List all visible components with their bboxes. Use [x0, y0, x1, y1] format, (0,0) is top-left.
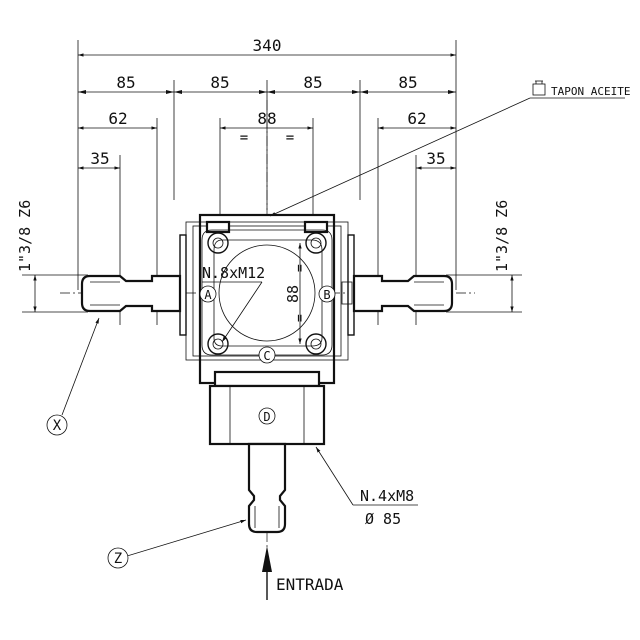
dimension-vertical-eq-top: = — [293, 264, 308, 272]
dimension-right-35-label: 35 — [426, 149, 445, 168]
right-thread-label: 1"3/8 Z6 — [493, 200, 511, 272]
marker-z: Z — [107, 519, 247, 569]
marker-c: C — [258, 346, 276, 364]
bolt-holes — [207, 232, 327, 355]
marker-d: D — [258, 407, 276, 425]
dimension-eq-right: = — [286, 130, 294, 146]
dimension-overall-label: 340 — [253, 36, 282, 55]
dimension-seg1-label: 85 — [116, 73, 135, 92]
marker-x: X — [46, 317, 100, 436]
oil-plug-icon — [532, 80, 546, 96]
dimension-seg3-label: 85 — [303, 73, 322, 92]
input-label: ENTRADA — [276, 575, 344, 594]
marker-z-label: Z — [114, 551, 122, 567]
input-shaft — [247, 442, 287, 534]
bolts-top-label: N.8xM12 — [202, 264, 265, 282]
marker-x-label: X — [53, 418, 62, 434]
marker-d-label: D — [263, 410, 270, 424]
marker-a-label: A — [204, 288, 212, 302]
bolts-bottom-diameter-label: Ø 85 — [365, 510, 401, 528]
dimension-left-35-label: 35 — [90, 149, 109, 168]
left-output-shaft — [80, 274, 182, 313]
oil-plug-callout: TAPON ACEITE — [269, 80, 630, 217]
right-shaft-dimension: 1"3/8 Z6 — [446, 200, 522, 313]
dimension-vertical-eq-bottom: = — [293, 314, 308, 322]
dimension-left-62-label: 62 — [108, 109, 127, 128]
left-thread-label: 1"3/8 Z6 — [16, 200, 34, 272]
dimension-segments: 85 85 85 85 — [78, 73, 456, 210]
marker-a: A — [199, 285, 217, 303]
dimension-vertical-88-label: 88 — [284, 285, 302, 303]
marker-b: B — [318, 285, 336, 303]
dimension-eq-left: = — [240, 130, 248, 146]
bottom-bolts-callout: N.4xM8 Ø 85 — [315, 446, 418, 528]
bolts-bottom-spec-label: N.4xM8 — [360, 487, 414, 505]
marker-c-label: C — [263, 349, 270, 363]
marker-b-label: B — [323, 288, 330, 302]
oil-plug-label: TAPON ACEITE — [551, 85, 630, 98]
dimension-right-62-label: 62 — [407, 109, 426, 128]
arrow-up-icon — [262, 546, 272, 600]
right-output-shaft — [352, 274, 454, 313]
dimension-seg4-label: 85 — [398, 73, 417, 92]
dimension-overall: 340 — [77, 36, 457, 290]
dimension-seg2-label: 85 — [210, 73, 229, 92]
left-shaft-dimension: 1"3/8 Z6 — [16, 200, 88, 313]
